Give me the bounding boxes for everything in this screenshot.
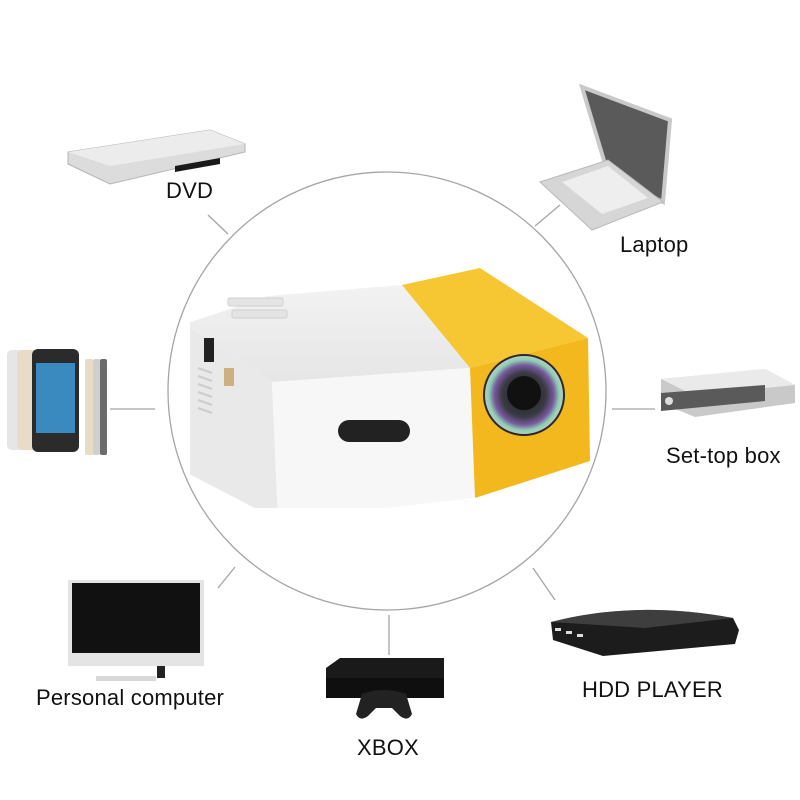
label-xbox: XBOX — [357, 735, 419, 760]
smartphones-image — [5, 345, 110, 455]
label-laptop: Laptop — [620, 232, 689, 257]
projector-image — [190, 268, 590, 508]
xbox-image — [322, 656, 447, 736]
dvd-player-image — [60, 122, 250, 192]
hdd-player-image — [545, 600, 745, 660]
monitor-image — [66, 578, 206, 683]
set-top-box-image — [655, 363, 800, 433]
label-personal-computer: Personal computer — [36, 685, 225, 710]
laptop-image — [530, 82, 675, 232]
label-hdd-player: HDD PLAYER — [582, 677, 723, 702]
label-dvd: DVD — [166, 178, 214, 203]
label-set-top-box: Set-top box — [666, 443, 781, 468]
